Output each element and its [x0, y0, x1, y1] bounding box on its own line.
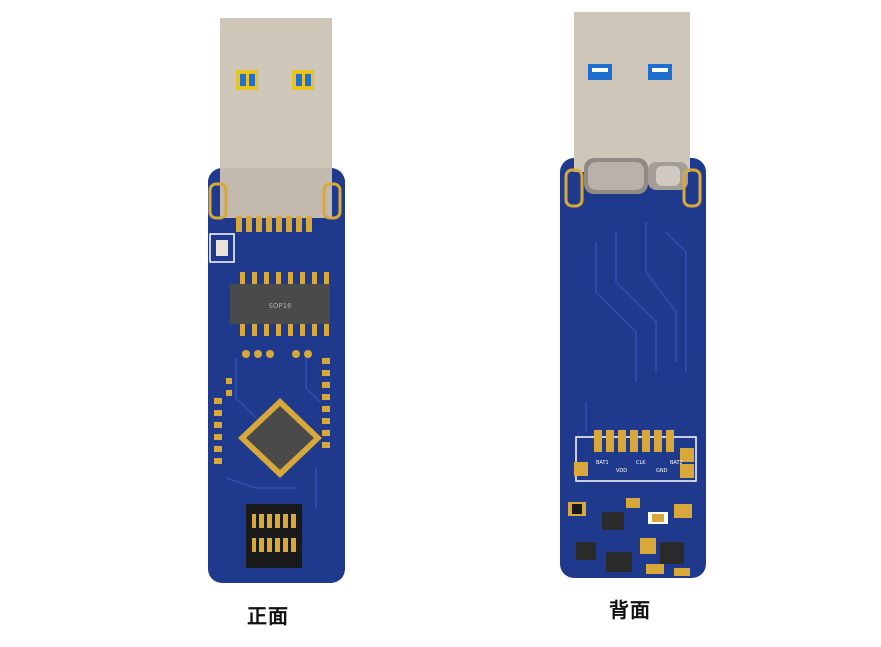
front-caption: 正面 [247, 604, 289, 628]
front-board: SOP16 [196, 18, 351, 588]
back-caption: 背面 [609, 598, 651, 622]
front-connector [246, 504, 302, 568]
back-board-render: BAT1 VDD CLK GND BAT2 [560, 12, 706, 578]
back-usb-contacts [588, 64, 672, 80]
front-board-render: SOP16 [208, 18, 345, 583]
front-edge-fingers [236, 216, 312, 232]
back-board: BAT1 VDD CLK GND BAT2 [556, 12, 716, 582]
sop16-chip: SOP16 [230, 272, 330, 336]
pad-label: GND [656, 468, 668, 474]
front-pcb [208, 168, 345, 583]
pad-label: BAT2 [670, 460, 683, 466]
back-lower-components [568, 498, 692, 576]
pad-label: CLK [636, 460, 646, 466]
pad-label: BAT1 [596, 460, 609, 466]
back-pad-labels: BAT1 VDD CLK GND BAT2 [596, 460, 683, 474]
back-usb-plug [574, 12, 690, 172]
back-test-pads [574, 430, 694, 478]
sop16-label: SOP16 [268, 302, 292, 310]
qfn-chip [238, 398, 322, 478]
pad-label: VDD [616, 468, 627, 474]
front-small-pads [214, 350, 330, 464]
back-crystal [584, 158, 688, 194]
front-usb-contacts [236, 70, 314, 90]
